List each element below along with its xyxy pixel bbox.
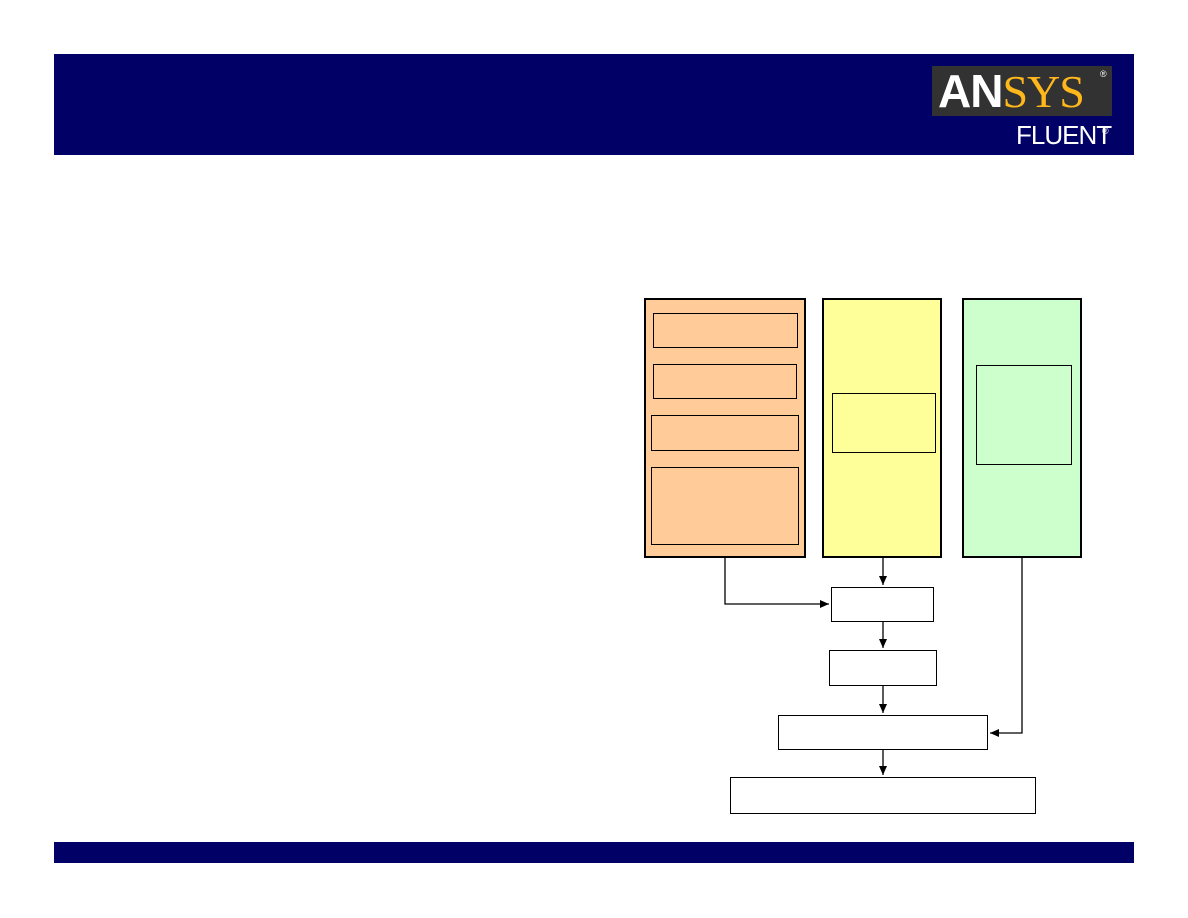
footer-bar <box>54 842 1134 863</box>
logo-registered-mark: ® <box>1100 69 1107 79</box>
logo-product-registered-mark: ® <box>1102 126 1109 136</box>
left-inner-box-3 <box>651 415 799 451</box>
left-inner-box-2 <box>653 364 797 399</box>
flow-box-1 <box>831 587 934 622</box>
flow-box-3 <box>778 715 988 750</box>
left-inner-box-4 <box>651 467 799 545</box>
logo-wordmark: ANSYS <box>938 68 1085 115</box>
arrow-right-to-flow3 <box>990 558 1023 737</box>
column-left <box>644 298 806 558</box>
left-inner-box-1 <box>653 313 798 348</box>
ansys-fluent-logo: ANSYS ® FLUENT ® <box>932 66 1114 150</box>
middle-inner-box <box>832 393 936 453</box>
flow-box-4 <box>730 777 1036 814</box>
flow-box-2 <box>829 650 937 686</box>
logo-badge: ANSYS ® <box>932 66 1112 116</box>
logo-sys: SYS <box>1002 66 1084 117</box>
right-inner-box <box>976 365 1072 465</box>
arrow-left-to-flow1 <box>724 558 829 608</box>
logo-an: AN <box>938 65 1003 117</box>
logo-product-name: FLUENT <box>1016 120 1112 150</box>
column-right <box>962 298 1082 558</box>
column-middle <box>822 298 942 558</box>
